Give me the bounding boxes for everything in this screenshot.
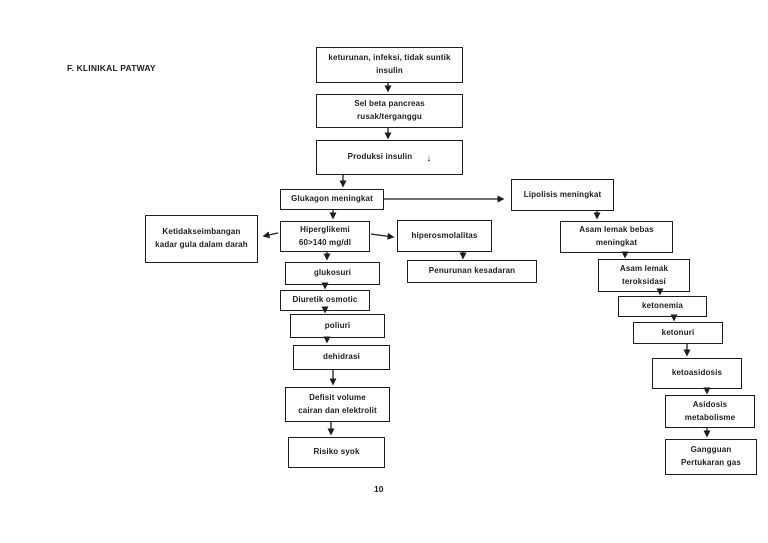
node-label: Sel beta pancreas rusak/terganggu bbox=[354, 99, 425, 121]
node-penurunan-kesadaran: Penurunan kesadaran bbox=[407, 260, 537, 283]
node-label: dehidrasi bbox=[323, 352, 360, 362]
node-asam-lemak-teroksidasi: Asam lemak teroksidasi bbox=[598, 259, 690, 292]
node-label: Diuretik osmotic bbox=[292, 295, 358, 305]
node-label: glukosuri bbox=[313, 268, 352, 278]
node-keturunan: keturunan, infeksi, tidak suntik insulin bbox=[316, 47, 463, 83]
node-label: Ketidakseimbangan kadar gula dalam darah bbox=[155, 227, 248, 249]
node-gangguan-pertukaran-gas: Gangguan Pertukaran gas bbox=[665, 439, 757, 475]
node-label: Defisit volume cairan dan elektrolit bbox=[298, 392, 377, 415]
arrow-hiperglikemi-ketidakseimbangan bbox=[262, 231, 279, 239]
node-label: Glukagon meningkat bbox=[291, 194, 373, 204]
node-asidosis-metabolisme: Asidosis metabolisme bbox=[665, 395, 755, 428]
node-hiperglikemi: Hiperglikemi 60>140 mg/dl bbox=[280, 221, 370, 252]
node-produksi-insulin: Produksi insulin ↓ bbox=[316, 140, 463, 175]
node-label: ketonemia bbox=[642, 301, 683, 311]
node-poliuri: poliuri bbox=[290, 314, 385, 338]
node-label: ketoasidosis bbox=[671, 368, 723, 378]
node-lipolisis-meningkat: Lipolisis meningkat bbox=[511, 179, 614, 211]
node-label: Risiko syok bbox=[313, 447, 360, 457]
arrow-hiperglikemi-hiperosmolalitas bbox=[370, 232, 395, 240]
node-ketonuri: ketonuri bbox=[633, 322, 723, 344]
node-diuretik-osmotic: Diuretik osmotic bbox=[280, 290, 370, 311]
node-glukagon-meningkat: Glukagon meningkat bbox=[280, 189, 384, 210]
node-sel-beta-pancreas: Sel beta pancreas rusak/terganggu bbox=[316, 94, 463, 128]
decrease-arrow-icon: ↓ bbox=[426, 153, 432, 164]
section-heading: F. KLINIKAL PATWAY bbox=[67, 63, 156, 73]
node-risiko-syok: Risiko syok bbox=[288, 437, 385, 468]
node-label: Penurunan kesadaran bbox=[428, 266, 516, 276]
node-asam-lemak-bebas: Asam lemak bebas meningkat bbox=[560, 221, 673, 253]
node-label: Gangguan Pertukaran gas bbox=[681, 445, 741, 467]
node-label: Produksi insulin bbox=[347, 152, 413, 162]
node-label: Asidosis metabolisme bbox=[684, 399, 736, 422]
node-ketonemia: ketonemia bbox=[618, 296, 707, 317]
node-glukosuri: glukosuri bbox=[285, 262, 380, 285]
node-ketidakseimbangan: Ketidakseimbangan kadar gula dalam darah bbox=[145, 215, 258, 263]
node-label: Lipolisis meningkat bbox=[523, 189, 602, 199]
node-label: keturunan, infeksi, tidak suntik insulin bbox=[328, 53, 451, 75]
page-number: 10 bbox=[374, 484, 384, 494]
node-label: poliuri bbox=[324, 320, 351, 330]
node-label: Hiperglikemi 60>140 mg/dl bbox=[298, 224, 352, 247]
node-label: hiperosmolalitas bbox=[411, 230, 478, 240]
node-dehidrasi: dehidrasi bbox=[293, 345, 390, 370]
node-defisit-volume: Defisit volume cairan dan elektrolit bbox=[285, 387, 390, 422]
node-label: ketonuri bbox=[661, 327, 695, 337]
node-hiperosmolalitas: hiperosmolalitas bbox=[397, 220, 492, 252]
node-label: Asam lemak teroksidasi bbox=[619, 263, 669, 286]
node-label: Asam lemak bebas meningkat bbox=[579, 225, 654, 247]
node-ketoasidosis: ketoasidosis bbox=[652, 358, 742, 389]
